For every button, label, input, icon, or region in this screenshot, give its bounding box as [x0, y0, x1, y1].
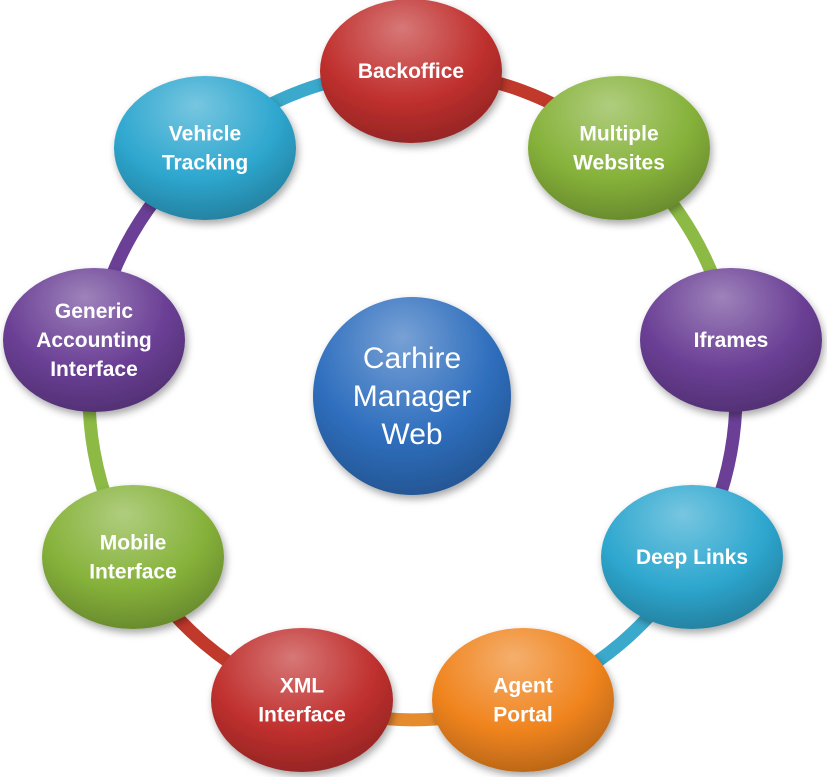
node-shape-generic-accounting-interface: [3, 268, 185, 412]
node-iframes: [640, 268, 822, 412]
node-label-generic-accounting-interface: Interface: [50, 358, 138, 381]
node-deep-links: [601, 485, 783, 629]
node-label-iframes: Iframes: [694, 329, 769, 352]
node-multiple-websites: [528, 76, 710, 220]
node-label-mobile-interface: Mobile: [100, 532, 167, 555]
node-xml-interface: [211, 628, 393, 772]
node-shape-multiple-websites: [528, 76, 710, 220]
center-label: Web: [381, 418, 442, 451]
node-shape-backoffice: [320, 0, 502, 143]
node-label-backoffice: Backoffice: [358, 60, 464, 83]
node-shape-xml-interface: [211, 628, 393, 772]
node-backoffice: [320, 0, 502, 143]
node-shape-vehicle-tracking: [114, 76, 296, 220]
node-label-multiple-websites: Websites: [573, 152, 665, 175]
node-label-vehicle-tracking: Vehicle: [169, 123, 241, 146]
center-label: Carhire: [363, 342, 461, 375]
node-label-agent-portal: Portal: [493, 704, 553, 727]
node-label-generic-accounting-interface: Accounting: [36, 329, 152, 352]
node-agent-portal: [432, 628, 614, 772]
node-shape-agent-portal: [432, 628, 614, 772]
node-label-xml-interface: XML: [280, 675, 325, 698]
node-label-deep-links: Deep Links: [636, 546, 748, 569]
node-label-generic-accounting-interface: Generic: [55, 300, 134, 323]
node-label-vehicle-tracking: Tracking: [162, 152, 248, 175]
node-mobile-interface: [42, 485, 224, 629]
node-label-multiple-websites: Multiple: [579, 123, 658, 146]
node-label-mobile-interface: Interface: [89, 561, 177, 584]
node-label-agent-portal: Agent: [493, 675, 553, 698]
center-circle: [313, 297, 511, 495]
center-label: Manager: [353, 380, 471, 413]
node-shape-deep-links: [601, 485, 783, 629]
node-shape-iframes: [640, 268, 822, 412]
node-label-xml-interface: Interface: [258, 704, 346, 727]
node-vehicle-tracking: [114, 76, 296, 220]
center-circle-group: [313, 297, 511, 495]
node-shape-mobile-interface: [42, 485, 224, 629]
node-generic-accounting-interface: [3, 268, 185, 412]
